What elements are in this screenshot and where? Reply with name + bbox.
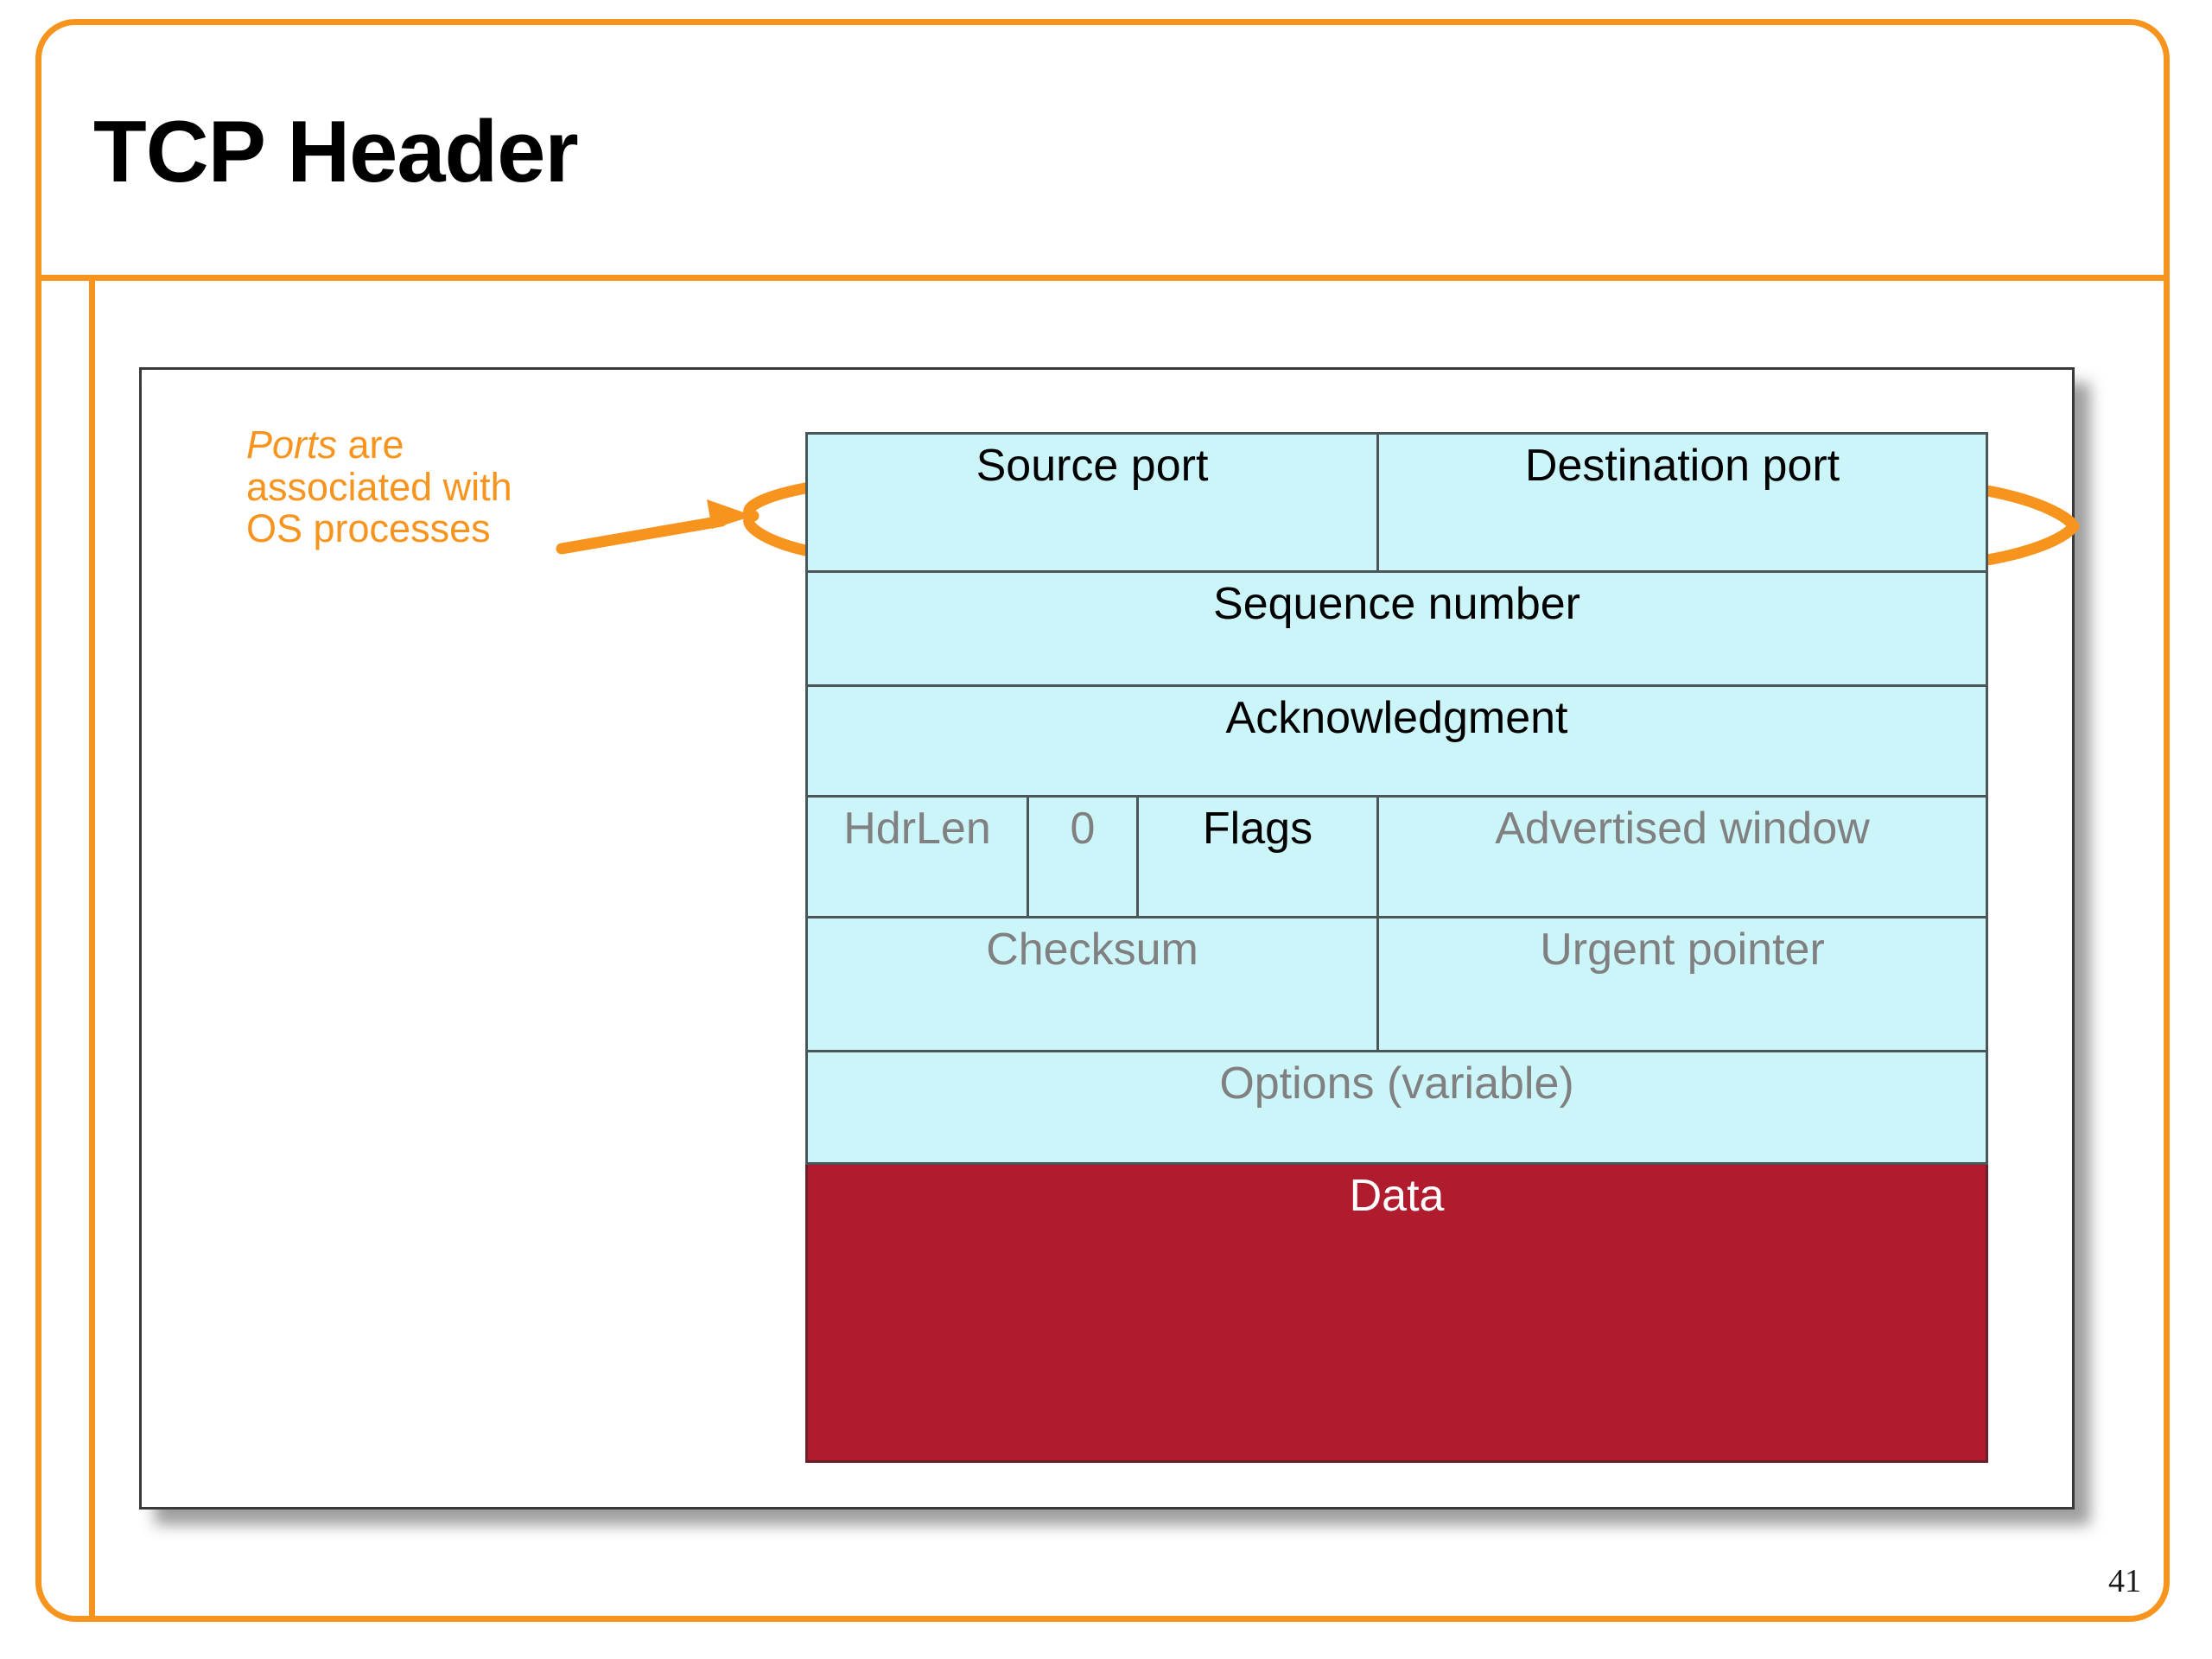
field-data-payload: Data xyxy=(804,1162,1989,1463)
callout-note: Ports are associated with OS processes xyxy=(246,423,523,551)
tcp-header-rows: Source port Destination port Sequence nu… xyxy=(804,432,1989,1463)
page-title: TCP Header xyxy=(93,104,579,200)
table-row: Sequence number xyxy=(804,570,1989,687)
field-acknowledgment: Acknowledgment xyxy=(804,684,1989,798)
table-row: Acknowledgment xyxy=(804,684,1989,798)
tcp-header-diagram: Source port Destination port Sequence nu… xyxy=(804,432,1989,1463)
title-divider-rule xyxy=(41,275,2164,281)
field-source-port: Source port xyxy=(804,432,1380,573)
field-advertised-window: Advertised window xyxy=(1376,795,1989,918)
callout-emphasis: Ports xyxy=(246,423,338,467)
table-row: Options (variable) xyxy=(804,1050,1989,1165)
field-sequence-number: Sequence number xyxy=(804,570,1989,687)
field-checksum: Checksum xyxy=(804,916,1380,1052)
table-row: Checksum Urgent pointer xyxy=(804,916,1989,1052)
field-hdrlen: HdrLen xyxy=(805,795,1029,918)
field-options: Options (variable) xyxy=(804,1050,1989,1165)
table-row: Source port Destination port xyxy=(804,432,1989,573)
table-row: Data xyxy=(804,1162,1989,1463)
field-reserved-zero: 0 xyxy=(1027,795,1139,918)
left-accent-rule xyxy=(89,275,95,1620)
table-row: HdrLen 0 Flags Advertised window xyxy=(805,795,1989,918)
field-destination-port: Destination port xyxy=(1376,432,1989,573)
slide-number: 41 xyxy=(2108,1563,2141,1599)
field-flags: Flags xyxy=(1135,795,1380,918)
field-urgent-pointer: Urgent pointer xyxy=(1376,916,1989,1052)
callout-rest: are associated with OS processes xyxy=(246,423,512,551)
